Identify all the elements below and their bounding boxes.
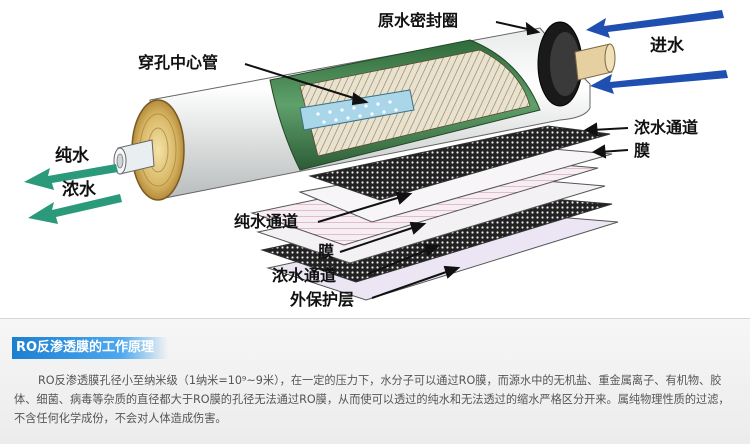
concentrate-out-label: 浓水 [62,182,96,199]
membrane-bottom-label: 膜 [318,244,334,260]
inlet-label: 进水 [650,38,684,55]
description-panel: RO反渗透膜的工作原理 RO反渗透膜孔径小至纳米级（1纳米=10⁹~9米），在一… [0,318,750,444]
panel-title: RO反渗透膜的工作原理 [12,337,168,359]
center-tube-label: 穿孔中心管 [138,55,218,71]
pure-water-channel-label: 纯水通道 [234,214,298,230]
pure-water-out-label: 纯水 [55,148,89,165]
outer-layer-label: 外保护层 [290,292,354,308]
concentrate-channel-right-label: 浓水通道 [634,120,698,136]
ro-membrane-diagram: 原水密封圈 进水 穿孔中心管 浓水通道 膜 纯水 浓水 纯水通道 膜 浓水通道 … [0,0,750,318]
membrane-right-label: 膜 [634,143,650,159]
panel-description: RO反渗透膜孔径小至纳米级（1纳米=10⁹~9米），在一定的压力下，水分子可以通… [14,371,736,428]
concentrate-channel-bottom-label: 浓水通道 [272,268,336,284]
seal-ring-label: 原水密封圈 [378,13,458,29]
